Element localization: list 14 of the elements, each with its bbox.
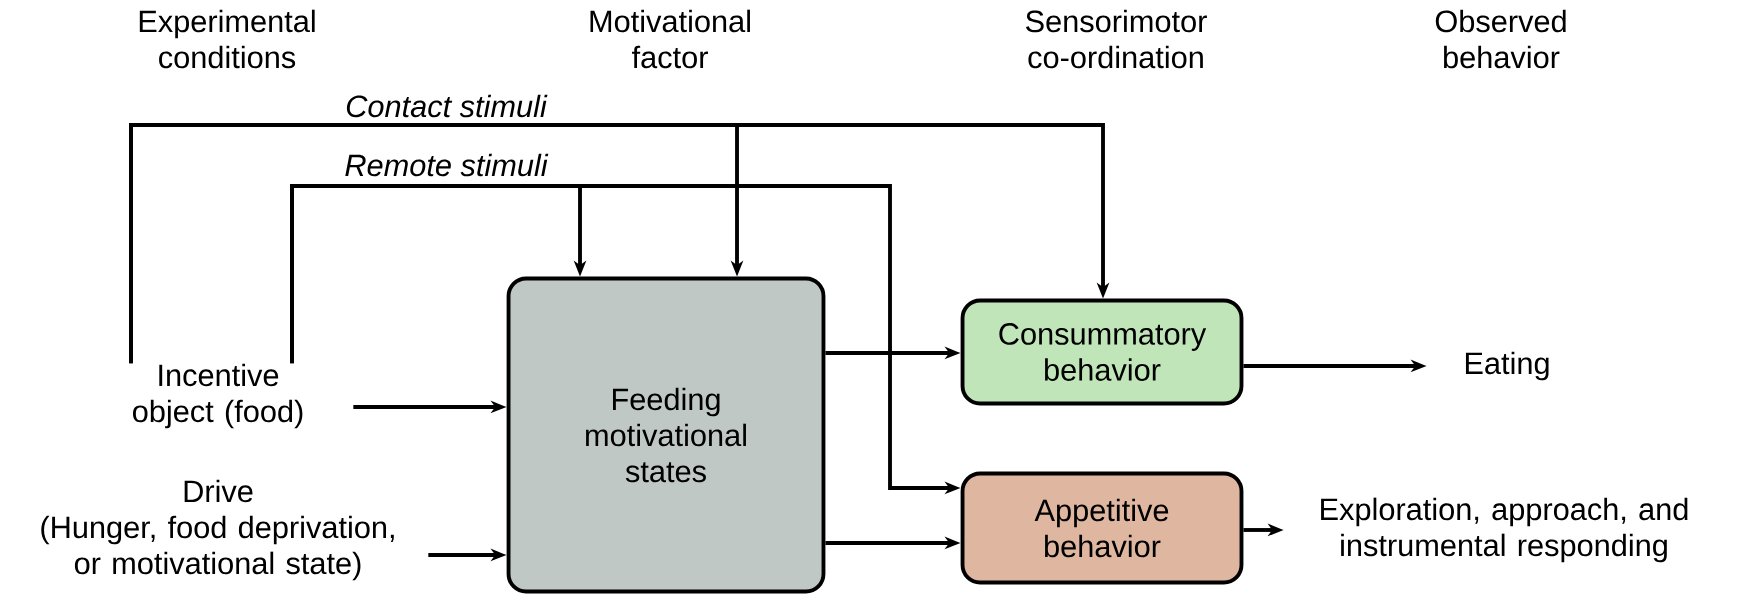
process-box: Feeding motivational states — [506, 276, 826, 594]
column-heading: Observed behavior — [1435, 9, 1566, 69]
condition-text: Exploration, approach, and instrumental responding — [1321, 497, 1688, 563]
process-box: Appetitive behavior — [960, 471, 1244, 585]
process-box: Consummatory behavior — [960, 298, 1244, 406]
edge-label: Contact stimuli — [343, 92, 549, 120]
condition-text: Drive (Hunger, food deprivation, or motivational state) — [41, 479, 394, 581]
column-heading: Motivational factor — [590, 9, 750, 69]
edge-label: Remote stimuli — [342, 151, 550, 179]
column-heading: Experimental conditions — [139, 9, 315, 69]
arrow — [129, 123, 1110, 364]
column-heading: Sensorimotor co-ordination — [1026, 9, 1207, 69]
condition-text: Eating — [1465, 351, 1549, 381]
condition-text: Incentive object (food) — [133, 363, 303, 429]
